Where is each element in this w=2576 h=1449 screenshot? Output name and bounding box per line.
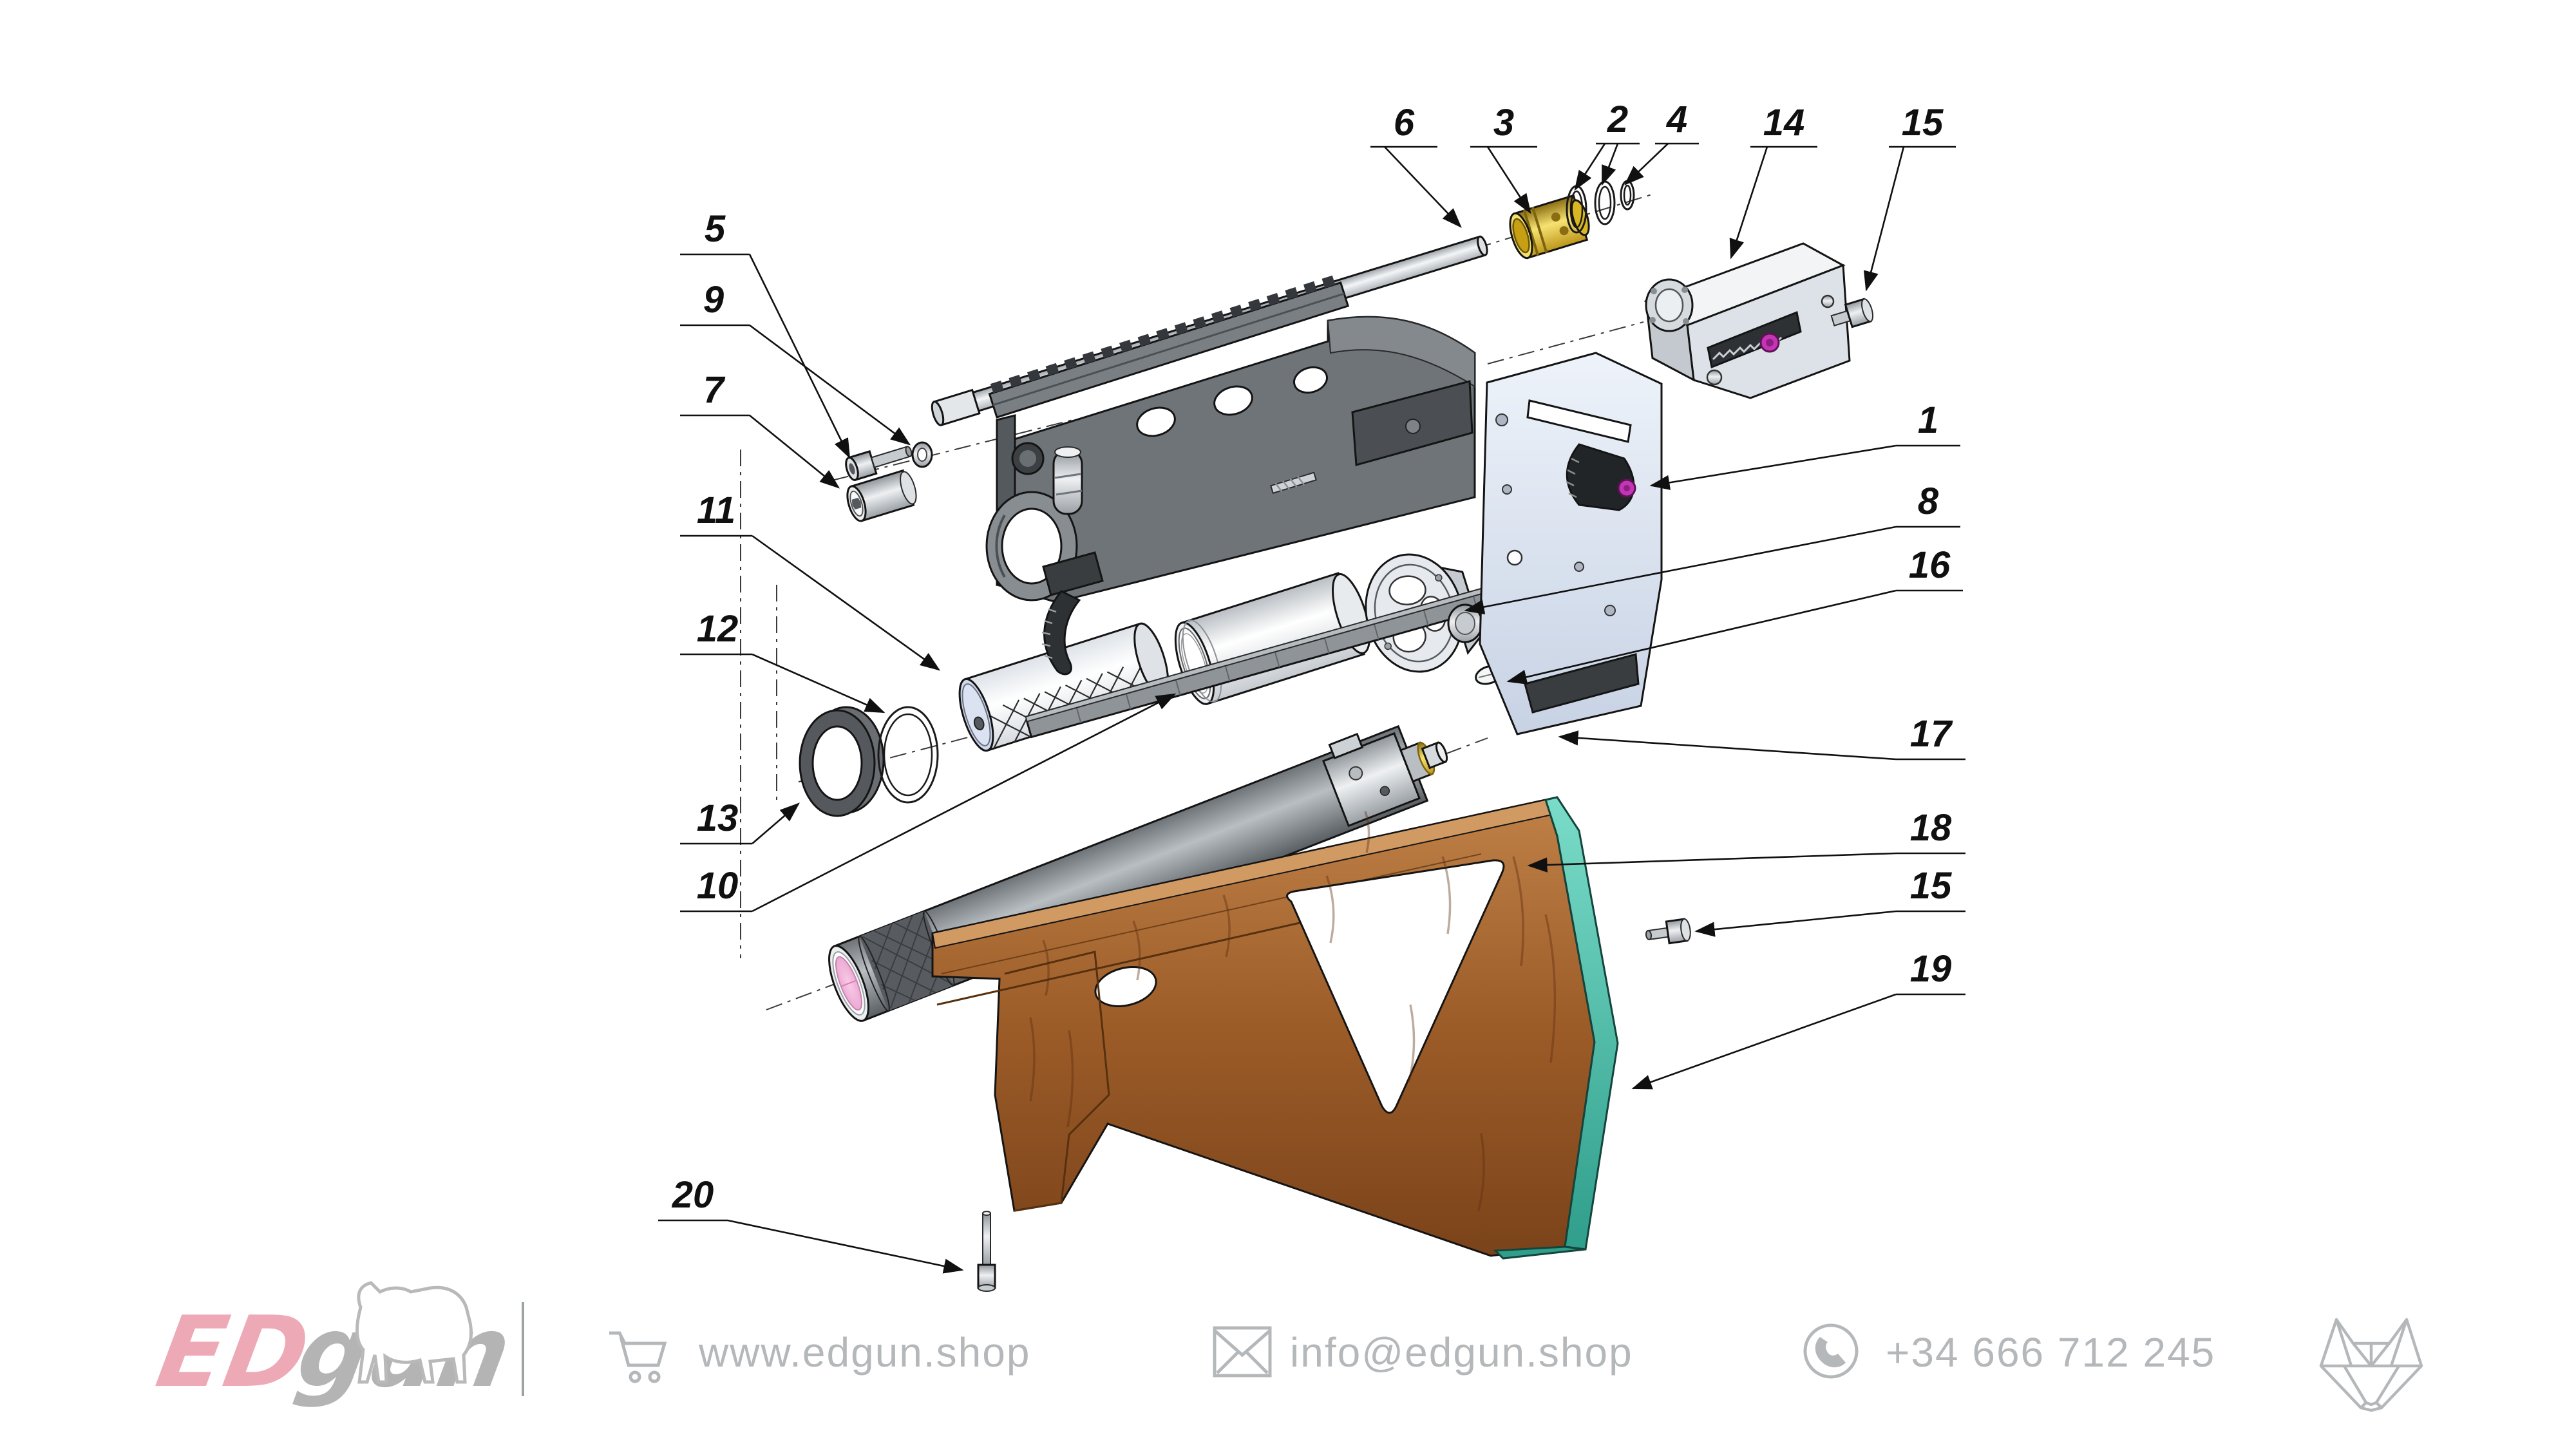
stock-19 (931, 796, 1619, 1260)
callout-10: 10 (680, 693, 1177, 913)
part-number-label: 7 (703, 369, 726, 411)
callout-11: 11 (680, 489, 941, 671)
part-number-label: 9 (703, 279, 724, 321)
o-ring-12 (877, 706, 939, 804)
email-icon (1213, 1326, 1272, 1378)
callout-12: 12 (680, 608, 886, 714)
callout-leader-line (1631, 993, 1897, 1090)
callout-leader-line (1464, 526, 1897, 615)
callout-3: 3 (1470, 102, 1537, 214)
part-number-label: 15 (1910, 865, 1952, 907)
logo-text-ed: ED (149, 1296, 317, 1410)
callout-leader-line (752, 535, 941, 671)
edgun-logo: ED gun (149, 1281, 519, 1410)
callout-8: 8 (1464, 480, 1960, 615)
callout-leader-line (1649, 444, 1897, 490)
bolt-handle (1052, 446, 1083, 515)
callout-leader-line (1729, 146, 1768, 260)
part-number-label: 10 (697, 865, 739, 907)
callout-20: 20 (658, 1174, 964, 1274)
callout-1: 1 (1649, 399, 1960, 490)
part-number-label: 8 (1918, 480, 1939, 522)
callout-9: 9 (680, 279, 911, 446)
part-number-label: 4 (1666, 99, 1687, 140)
callout-leader-line (1506, 589, 1897, 685)
o-ring-4 (1620, 180, 1635, 211)
receiver (985, 274, 1594, 739)
retaining-ring-13 (799, 706, 885, 817)
part-number-label: 11 (697, 489, 735, 531)
muzzle-face (828, 945, 869, 1022)
part-number-label: 1 (1918, 399, 1938, 441)
callout-2: 2 (1574, 99, 1640, 191)
callout-13: 13 (680, 797, 800, 845)
callout-16: 16 (1506, 544, 1963, 685)
callout-leader-line (1558, 730, 1897, 761)
callout-leader-line (749, 414, 840, 489)
callout-19: 19 (1631, 948, 1965, 1090)
valve-block-17 (1321, 732, 1448, 828)
callout-7: 7 (680, 369, 840, 489)
part-number-label: 17 (1910, 713, 1953, 755)
callout-18: 18 (1527, 807, 1965, 873)
cart-icon (609, 1331, 667, 1383)
callout-6: 6 (1370, 102, 1462, 228)
part-number-label: 19 (1910, 948, 1952, 990)
part-number-label: 3 (1493, 102, 1514, 144)
bushing-7 (846, 469, 917, 522)
part-number-label: 18 (1910, 807, 1952, 849)
transfer-port-3 (1509, 194, 1590, 260)
buttpad-19 (1493, 796, 1619, 1260)
callout-14: 14 (1729, 102, 1817, 260)
callout-leader-line (749, 324, 911, 446)
callout-4: 4 (1624, 99, 1699, 185)
breech-screw-15a (1830, 298, 1874, 328)
callout-leader-line (727, 1219, 964, 1274)
callout-leader-line (752, 802, 800, 844)
cap-screw-5 (845, 446, 913, 482)
callout-15: 15 (1694, 865, 1965, 937)
wood-grain (1029, 811, 1557, 1211)
trigger-unit-1 (1479, 352, 1663, 735)
part-number-label: 12 (697, 608, 739, 650)
callout-17: 17 (1558, 713, 1965, 761)
stock-pin-20 (977, 1211, 996, 1292)
part-number-label: 5 (705, 208, 726, 250)
callout-leader-line (1601, 143, 1619, 186)
part-number-label: 14 (1763, 102, 1805, 144)
part-number-label: 15 (1902, 102, 1944, 144)
callout-leader-line (752, 653, 886, 714)
callout-leader-line (1527, 852, 1897, 873)
callout-5: 5 (680, 208, 851, 459)
callout-leader-line (752, 693, 1177, 913)
footer-phone: +34 666 712 245 (1886, 1329, 2215, 1376)
callout-leader-line (1486, 146, 1531, 214)
part-number-label: 13 (697, 797, 739, 839)
breech-block-14 (1643, 242, 1851, 399)
footer: ED gun www.edgun.shop info@edgun.shop +3… (149, 1281, 2423, 1412)
callout-leader-line (1384, 146, 1462, 228)
callout-leader-line (1624, 143, 1669, 185)
callout-leader-line (1863, 146, 1905, 292)
callout-15: 15 (1863, 102, 1956, 292)
callout-leader-line (1574, 143, 1606, 191)
part-number-label: 16 (1909, 544, 1951, 586)
phone-icon (1803, 1323, 1859, 1379)
part-number-label: 6 (1394, 102, 1415, 144)
part-number-label: 2 (1607, 99, 1628, 140)
dog-silhouette-icon (355, 1281, 473, 1384)
callout-leader-line (1694, 910, 1897, 937)
callout-leader-line (748, 254, 851, 459)
footer-website: www.edgun.shop (698, 1329, 1030, 1376)
wolf-head-icon (2319, 1318, 2423, 1412)
part-number-label: 20 (672, 1174, 714, 1216)
stock-screw-15b (1645, 918, 1691, 945)
footer-email: info@edgun.shop (1290, 1329, 1633, 1376)
washer-9 (911, 441, 933, 468)
